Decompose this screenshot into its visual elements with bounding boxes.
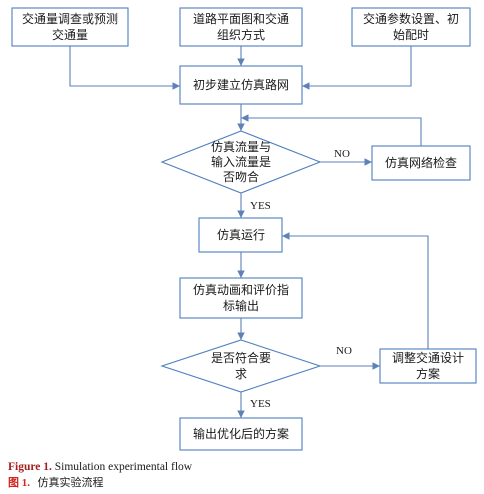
process-box-traffic-params: 交通参数设置、初 始配时 xyxy=(351,7,471,47)
node-label-line: 求 xyxy=(235,367,247,381)
caption-english: Figure 1. Simulation experimental flow xyxy=(8,460,478,475)
figure-caption: Figure 1. Simulation experimental flow 图… xyxy=(8,460,478,491)
decision-flow-match: 仿真流量与 输入流量是 否吻合 xyxy=(160,130,322,194)
process-box-frame xyxy=(179,277,303,319)
caption-chinese-text: 仿真实验流程 xyxy=(37,476,104,489)
edge-label-yes: YES xyxy=(250,398,271,410)
node-label-line: 调整交通设计 xyxy=(392,350,464,365)
process-box-animation-output: 仿真动画和评价指 标输出 xyxy=(179,277,303,319)
decision-diamond xyxy=(160,339,322,393)
caption-english-text: Simulation experimental flow xyxy=(54,461,193,473)
edge-label-no: NO xyxy=(336,345,352,357)
node-label-line: 否吻合 xyxy=(223,169,259,184)
process-box-frame xyxy=(179,7,303,47)
connector-adjust-feedback xyxy=(282,232,429,349)
node-label-line: 方案 xyxy=(416,366,440,381)
edge-label-yes: YES xyxy=(250,200,271,212)
flowchart: 交通量调查或预测 交通量 道路平面图和交通 组织方式 交通参数设置、初 始配时 … xyxy=(11,7,477,451)
caption-english-label: Figure 1. xyxy=(8,461,52,473)
node-label-line: 仿真运行 xyxy=(217,228,265,242)
node-label-line: 始配时 xyxy=(393,28,429,42)
node-label-line: 输入流量是 xyxy=(211,154,271,169)
process-box-adjust-design: 调整交通设计 方案 xyxy=(379,348,477,384)
process-box-traffic-survey: 交通量调查或预测 交通量 xyxy=(11,7,129,47)
process-box-frame xyxy=(198,217,283,253)
process-box-frame xyxy=(371,145,471,181)
process-box-road-plan: 道路平面图和交通 组织方式 xyxy=(179,7,303,47)
process-box-frame xyxy=(11,7,129,47)
connector-network-check-feedback xyxy=(241,114,422,146)
process-box-final-output: 输出优化后的方案 xyxy=(179,417,303,451)
process-box-run-simulation: 仿真运行 xyxy=(198,217,283,253)
node-label-line: 交通参数设置、初 xyxy=(363,11,459,26)
node-label-line: 道路平面图和交通 xyxy=(193,11,289,26)
node-label-line: 仿真流量与 xyxy=(211,140,271,154)
node-label-line: 组织方式 xyxy=(217,27,265,42)
decision-diamond xyxy=(160,130,322,194)
node-label-line: 交通量 xyxy=(52,27,88,42)
process-box-frame xyxy=(379,348,477,384)
node-label-line: 初步建立仿真路网 xyxy=(193,77,289,92)
node-label-line: 仿真网络检查 xyxy=(385,155,457,170)
node-label-line: 输出优化后的方案 xyxy=(193,426,289,441)
caption-chinese: 图 1. 仿真实验流程 xyxy=(8,475,478,491)
process-box-frame xyxy=(179,65,303,105)
connector-params-to-network xyxy=(302,46,412,90)
process-box-initial-network: 初步建立仿真路网 xyxy=(179,65,303,105)
process-box-frame xyxy=(351,7,471,47)
process-box-frame xyxy=(179,417,303,451)
process-box-network-check: 仿真网络检查 xyxy=(371,145,471,181)
node-label-line: 是否符合要 xyxy=(211,350,271,365)
node-label-line: 标输出 xyxy=(223,298,259,313)
edge-label-no: NO xyxy=(334,148,350,160)
connector-traffic-survey-to-network xyxy=(69,46,180,90)
caption-chinese-label: 图 1. xyxy=(8,477,30,489)
node-label-line: 交通量调查或预测 xyxy=(22,11,118,26)
decision-requirement: 是否符合要 求 xyxy=(160,339,322,393)
node-label-line: 仿真动画和评价指 xyxy=(193,282,289,297)
